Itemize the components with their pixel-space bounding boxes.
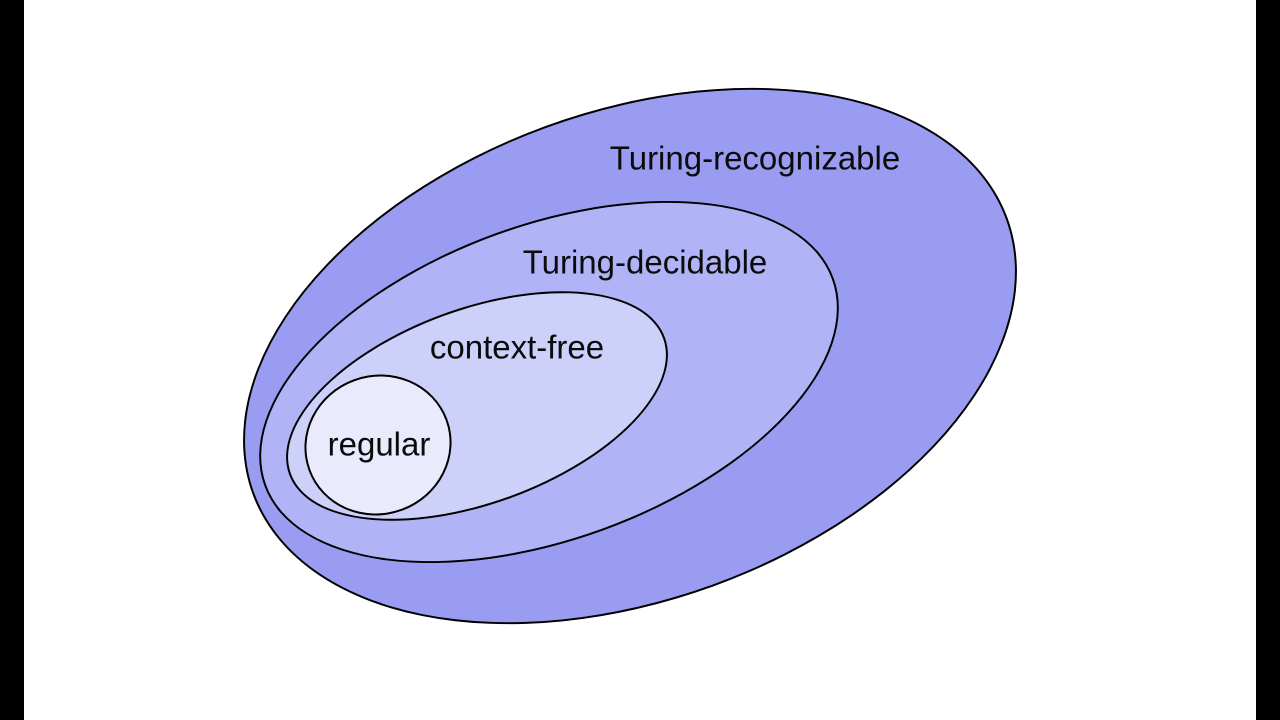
pillarbox-left-bar (0, 0, 24, 720)
pillarbox-right-bar (1256, 0, 1280, 720)
set-label-regular: regular (327, 425, 431, 463)
set-label-context-free: context-free (429, 328, 605, 366)
set-label-turing-recognizable: Turing-recognizable (609, 139, 901, 177)
set-label-turing-decidable: Turing-decidable (522, 243, 768, 281)
